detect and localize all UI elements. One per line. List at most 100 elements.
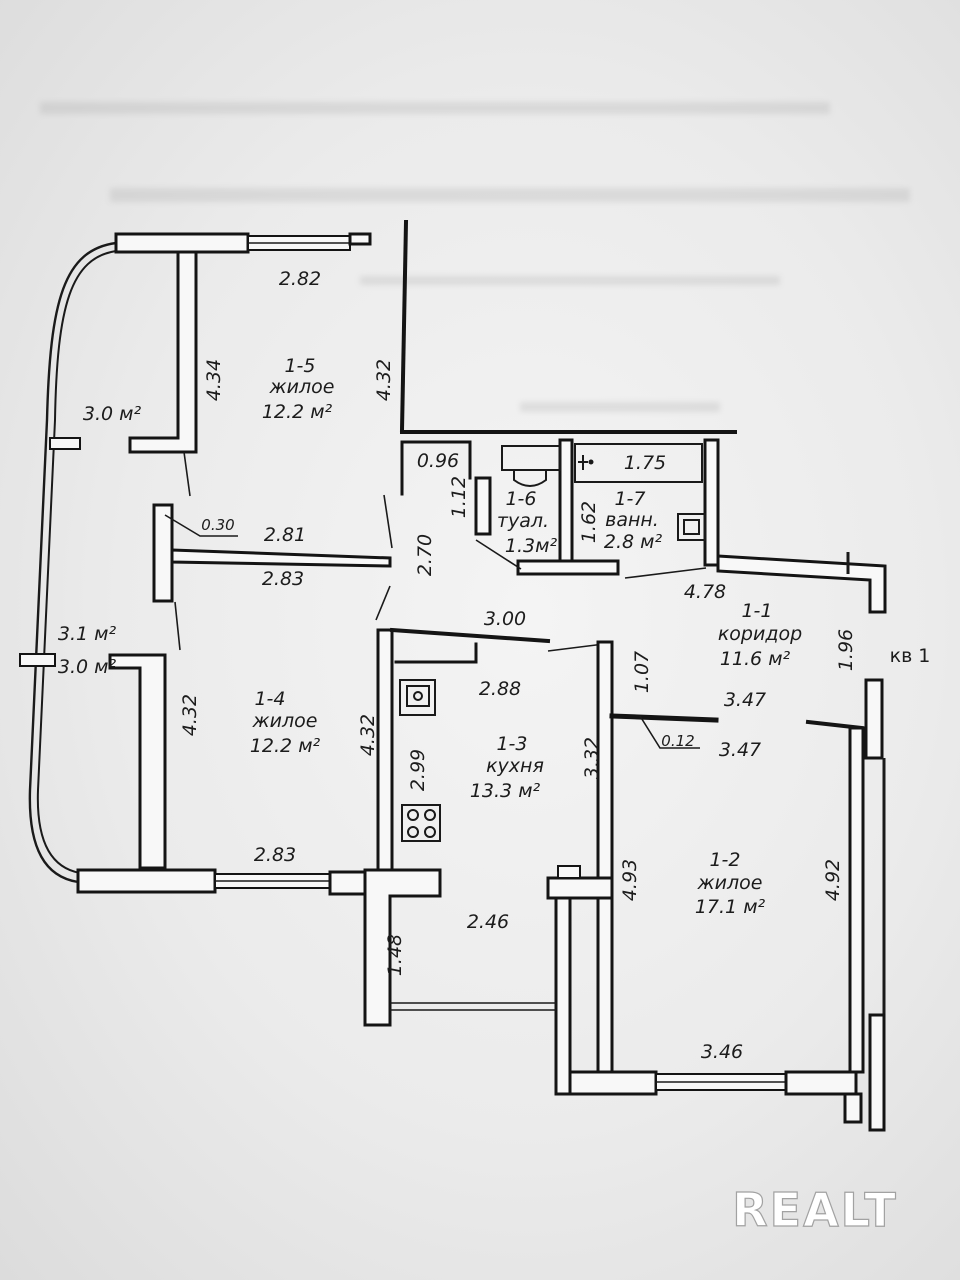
balcony-outline	[19, 241, 117, 884]
dimension: 2.81	[264, 524, 306, 546]
door-swing-line	[475, 539, 522, 570]
dimension: 2.99	[407, 749, 429, 791]
wall	[516, 559, 620, 576]
dimension: 4.32	[179, 694, 201, 736]
room-type: туал.	[497, 510, 549, 532]
dimension: 4.32	[373, 359, 395, 401]
dimension: 4.34	[203, 359, 225, 401]
wall	[557, 865, 581, 879]
wall	[703, 438, 720, 567]
wall	[554, 896, 572, 1096]
room-area: 1.3м²	[505, 535, 558, 557]
room-type: жилое	[697, 872, 763, 894]
wall	[76, 868, 217, 894]
wall	[546, 876, 614, 900]
dimension: 4.93	[619, 859, 641, 901]
wall	[170, 548, 392, 568]
leader-line	[639, 715, 700, 749]
wall	[376, 628, 394, 874]
apartment-label: кв 1	[890, 645, 931, 667]
room-type: жилое	[252, 710, 318, 732]
dimension: 3.47	[719, 739, 761, 761]
tap-icon	[578, 455, 594, 470]
bathtub-icon	[574, 443, 703, 483]
leader-line	[164, 514, 238, 537]
dimension: 1.48	[384, 934, 406, 976]
room-number: 1-5	[284, 355, 315, 377]
dimension: 2.82	[279, 268, 321, 290]
room-area: 12.2 м²	[262, 401, 333, 423]
dimension: 2.83	[262, 568, 304, 590]
balcony-area: 3.0 м²	[83, 403, 142, 425]
dimension: 4.78	[684, 581, 726, 603]
dimension: 0.12	[661, 732, 694, 750]
bleed-through-marks	[40, 102, 910, 412]
washbasin-icon	[677, 513, 706, 541]
room-area: 2.8 м²	[604, 531, 663, 553]
room-type: коридор	[718, 623, 802, 645]
realt-watermark-logo: REALT	[732, 1183, 898, 1237]
dimension: 3.32	[581, 737, 603, 779]
room-area: 13.3 м²	[470, 780, 541, 802]
balcony-marker	[19, 653, 56, 667]
room-number: 1-7	[614, 488, 645, 510]
wall	[596, 640, 614, 1080]
room-area: 12.2 м²	[250, 735, 321, 757]
dimensions-horizontal: 2.82 0.96 1.75 0.30 2.81 2.83 3.00 4.78 …	[201, 268, 766, 1063]
door-swing-line	[375, 585, 391, 621]
wall	[363, 868, 442, 1027]
wall	[128, 250, 198, 454]
room-number: 1-1	[741, 600, 772, 622]
balcony-marker	[49, 437, 81, 450]
wall	[716, 554, 887, 614]
room-number: 1-2	[709, 849, 740, 871]
room-1-7-label: 1-7 ванн. 2.8 м²	[604, 488, 663, 553]
room-number: 1-6	[505, 488, 536, 510]
room-area: 11.6 м²	[720, 648, 791, 670]
dimension: 3.00	[484, 608, 526, 630]
dimension: 1.62	[578, 501, 600, 543]
wall	[348, 232, 372, 246]
door-swing-line	[183, 451, 191, 497]
wall	[784, 1070, 858, 1096]
dimension: 2.88	[479, 678, 521, 700]
room-number: 1-4	[254, 688, 285, 710]
room-type: жилое	[269, 376, 335, 398]
dimension: 4.32	[357, 714, 379, 756]
stove-icon	[401, 804, 441, 842]
partition	[389, 627, 551, 644]
room-1-3-label: 1-3 кухня 13.3 м²	[470, 733, 544, 802]
wall	[868, 1013, 886, 1132]
dimension: 0.30	[201, 516, 234, 534]
dimension: 1.12	[448, 476, 470, 518]
room-1-2-label: 1-2 жилое 17.1 м²	[695, 849, 766, 918]
dimension: 1.75	[624, 452, 666, 474]
dimension: 3.46	[701, 1041, 743, 1063]
door-swing-line	[624, 567, 707, 579]
wall	[108, 653, 167, 870]
wall	[864, 678, 884, 760]
room-type: кухня	[486, 755, 544, 777]
partition	[400, 440, 472, 496]
partition	[399, 219, 409, 433]
dimension: 1.96	[835, 629, 857, 671]
wall	[848, 726, 865, 1074]
room-1-4-label: 1-4 жилое 12.2 м²	[250, 688, 321, 757]
wall	[843, 1092, 863, 1124]
dimension: 0.96	[417, 450, 459, 472]
wall	[114, 232, 250, 254]
dimensions-vertical: 4.34 4.32 1.12 1.62 2.70 1.96 1.07 4.32 …	[179, 359, 857, 976]
wall	[152, 503, 174, 603]
balcony-area: 3.0 м²	[58, 656, 117, 678]
dimension: 2.46	[467, 911, 509, 933]
walls	[76, 219, 887, 1132]
dimension: 2.83	[254, 844, 296, 866]
partition	[609, 713, 719, 723]
room-1-6-label: 1-6 туал. 1.3м²	[497, 488, 558, 557]
partition	[394, 642, 478, 664]
room-1-5-label: 1-5 жилое 12.2 м²	[262, 355, 335, 423]
room-1-1-label: 1-1 коридор 11.6 м²	[718, 600, 802, 670]
wall	[474, 476, 492, 536]
